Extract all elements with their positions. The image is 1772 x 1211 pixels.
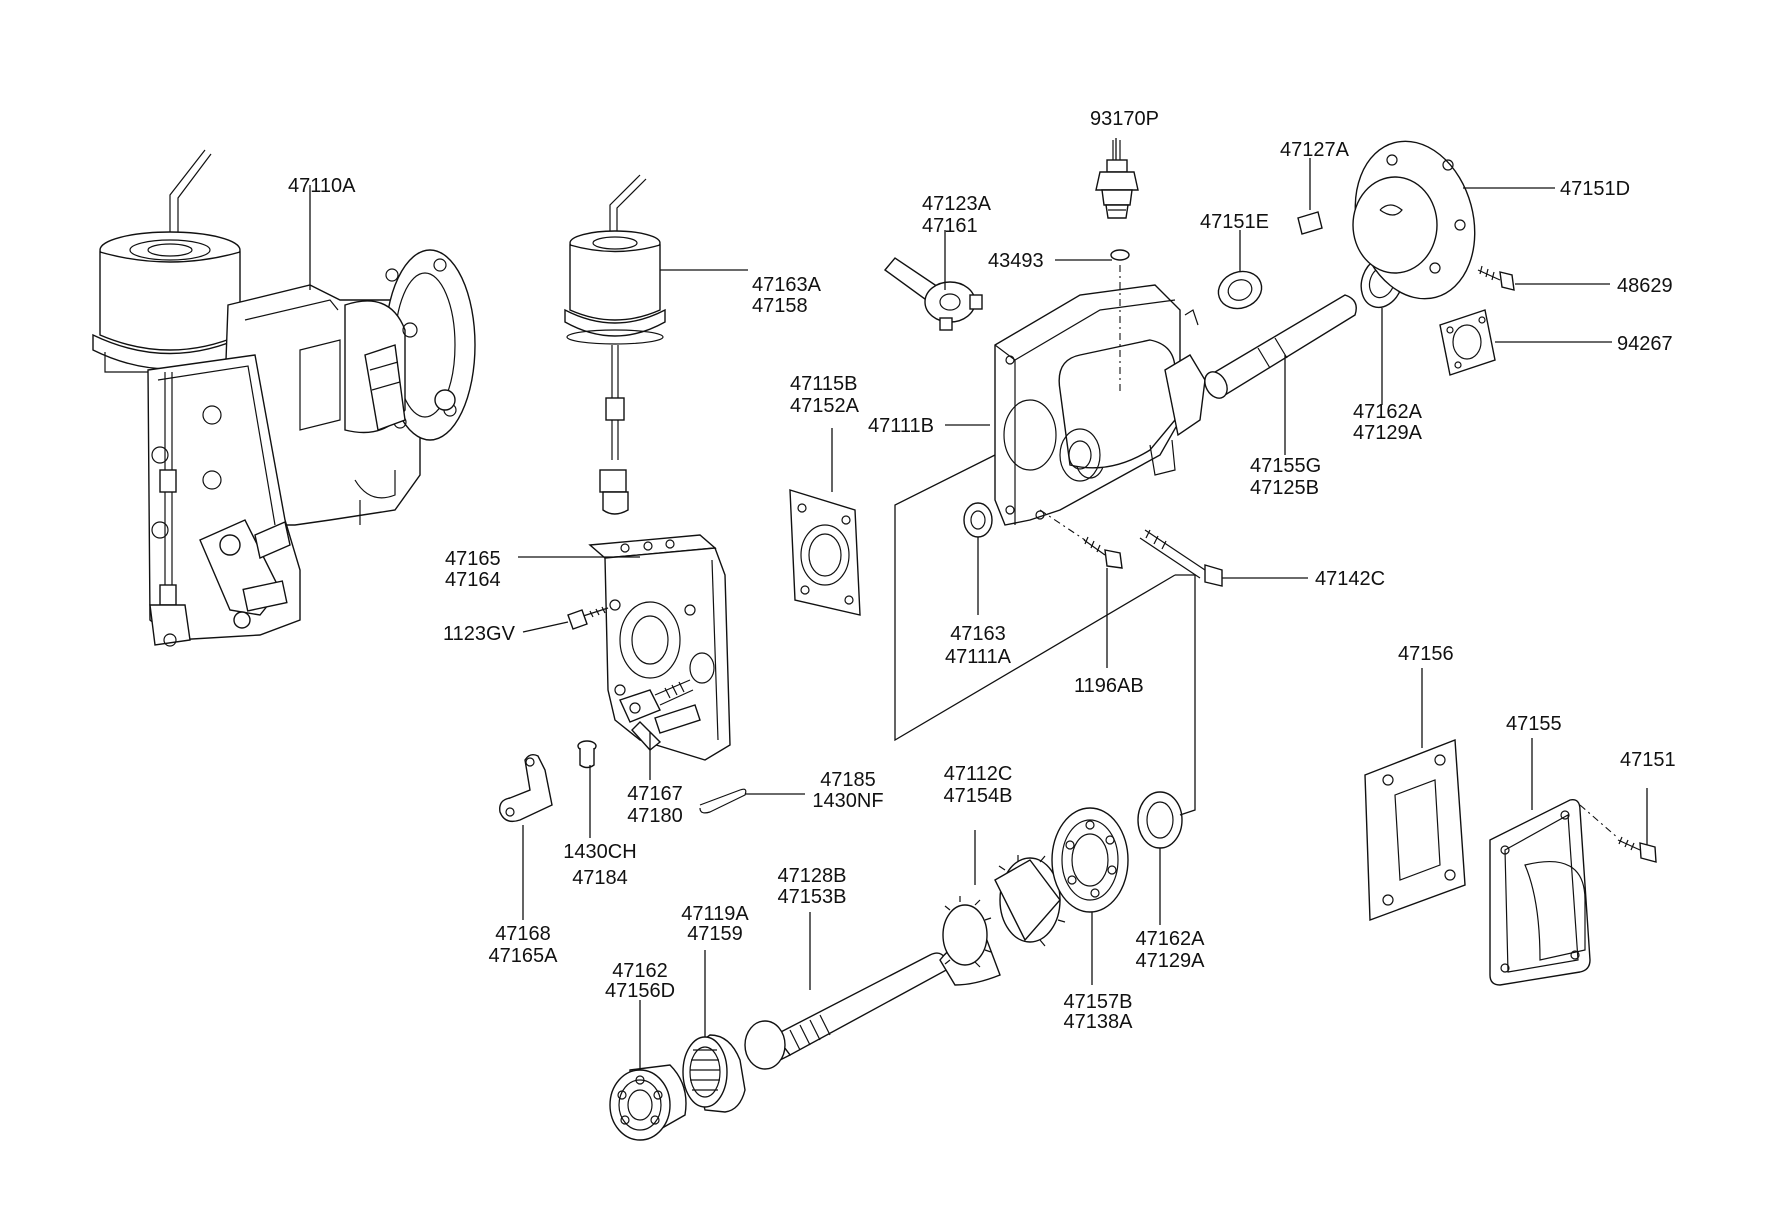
center-lines (1039, 265, 1619, 839)
label-47127A: 47127A (1280, 139, 1350, 161)
shift-lever-icon (883, 257, 983, 331)
label-93170P: 93170P (1090, 108, 1159, 130)
seal-small-icon (963, 502, 993, 538)
label-94267: 94267 (1617, 333, 1673, 355)
bolt-1196AB-icon (1083, 536, 1123, 569)
link-icon (499, 753, 553, 823)
bearing-47162-icon (609, 1064, 687, 1141)
label-1196AB: 1196AB (1074, 675, 1144, 697)
gasket-94267-icon (1439, 309, 1496, 376)
label-48629: 48629 (1617, 275, 1673, 297)
gasket-icon (789, 489, 861, 616)
assembly-lines (894, 454, 1196, 816)
label-47110A: 47110A (288, 175, 356, 197)
seal-bottom-icon (1137, 791, 1183, 849)
synchronizer-icon (682, 1034, 746, 1113)
flange-icon (1352, 140, 1476, 300)
clip-icon (699, 788, 747, 814)
label-43493: 43493 (988, 250, 1044, 272)
label-47156: 47156 (1398, 643, 1454, 665)
label-1123GV: 1123GV (443, 623, 516, 645)
label-47151D: 47151D (1560, 178, 1630, 200)
pin-icon (577, 740, 597, 769)
switch-icon (1095, 140, 1139, 219)
key-icon (1297, 211, 1323, 235)
washer-icon (1110, 249, 1130, 261)
label-47151: 47151 (1620, 749, 1676, 771)
label-47142C: 47142C (1315, 568, 1385, 590)
label-47155: 47155 (1506, 713, 1562, 735)
seal-icon (1217, 270, 1263, 310)
vacuum-actuator-icon (564, 174, 666, 515)
bolt-48629-icon (1477, 265, 1515, 291)
bolt-47151-icon (1617, 836, 1657, 863)
gasket-47156-icon (1364, 739, 1466, 921)
output-shaft-icon (1204, 294, 1357, 399)
leader-lines (309, 138, 1648, 1070)
label-47151E: 47151E (1200, 211, 1269, 233)
bolt-47142C-icon (1139, 529, 1223, 587)
input-shaft-icon (744, 855, 1066, 1070)
label-47111B: 47111B (868, 415, 934, 437)
actuator-assembly-icon (92, 149, 476, 647)
bearing-47157B-icon (1051, 807, 1129, 913)
housing-icon (994, 284, 1206, 526)
cover-icon (1489, 799, 1591, 986)
bracket-icon (567, 534, 731, 761)
